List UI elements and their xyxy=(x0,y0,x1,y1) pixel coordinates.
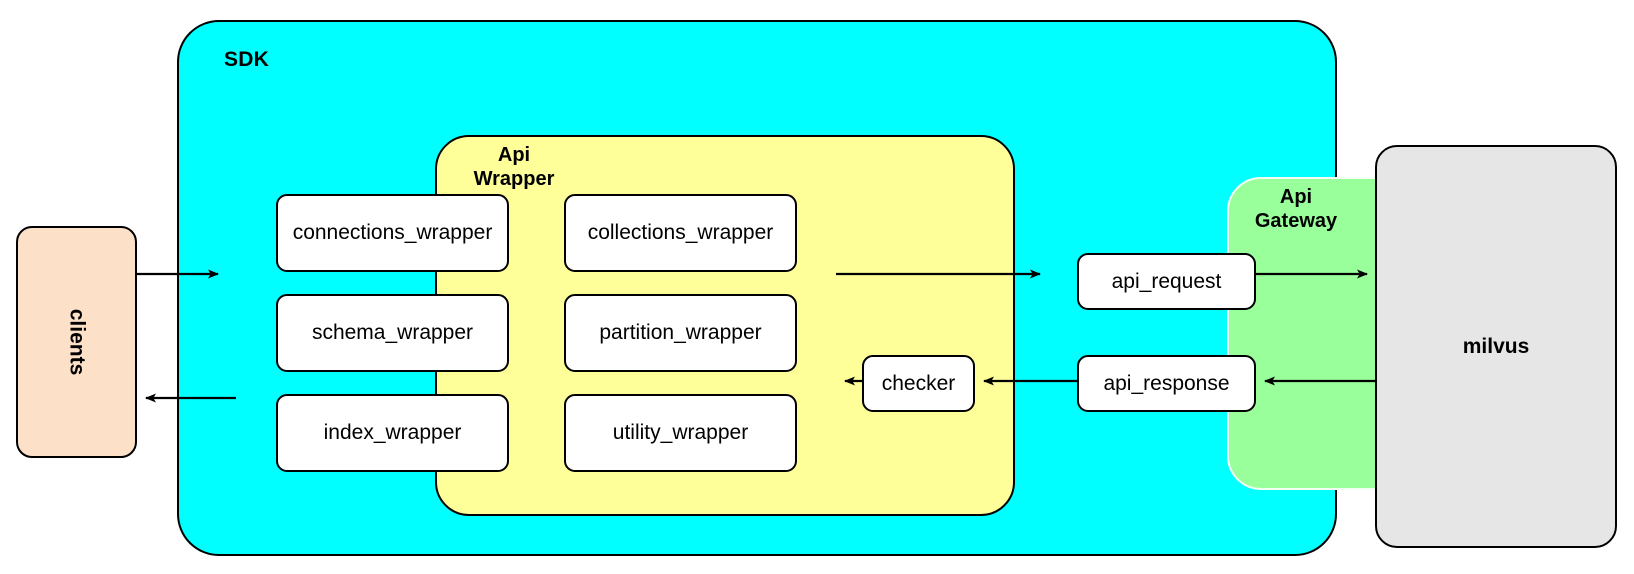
api-wrapper-label-line2: Wrapper xyxy=(473,168,555,191)
api-gateway-label-line1: Api xyxy=(1279,186,1313,208)
node-api-response[interactable]: api_response xyxy=(1077,355,1256,412)
api-wrapper-label: Api Wrapper xyxy=(439,143,589,192)
node-partition-wrapper[interactable]: partition_wrapper xyxy=(564,294,797,372)
sdk-label: SDK xyxy=(224,48,269,71)
node-connections-wrapper[interactable]: connections_wrapper xyxy=(276,194,509,272)
api-gateway-label: Api Gateway xyxy=(1221,185,1371,234)
api-wrapper-label-line1: Api xyxy=(497,144,531,166)
node-clients-label: clients xyxy=(65,308,89,376)
node-milvus[interactable]: milvus xyxy=(1375,145,1617,548)
node-index-wrapper[interactable]: index_wrapper xyxy=(276,394,509,472)
node-utility-wrapper[interactable]: utility_wrapper xyxy=(564,394,797,472)
node-collections-wrapper[interactable]: collections_wrapper xyxy=(564,194,797,272)
node-clients[interactable]: clients xyxy=(16,226,137,458)
node-schema-wrapper[interactable]: schema_wrapper xyxy=(276,294,509,372)
node-checker[interactable]: checker xyxy=(862,355,975,412)
api-gateway-label-line2: Gateway xyxy=(1254,210,1338,233)
node-api-request[interactable]: api_request xyxy=(1077,253,1256,310)
